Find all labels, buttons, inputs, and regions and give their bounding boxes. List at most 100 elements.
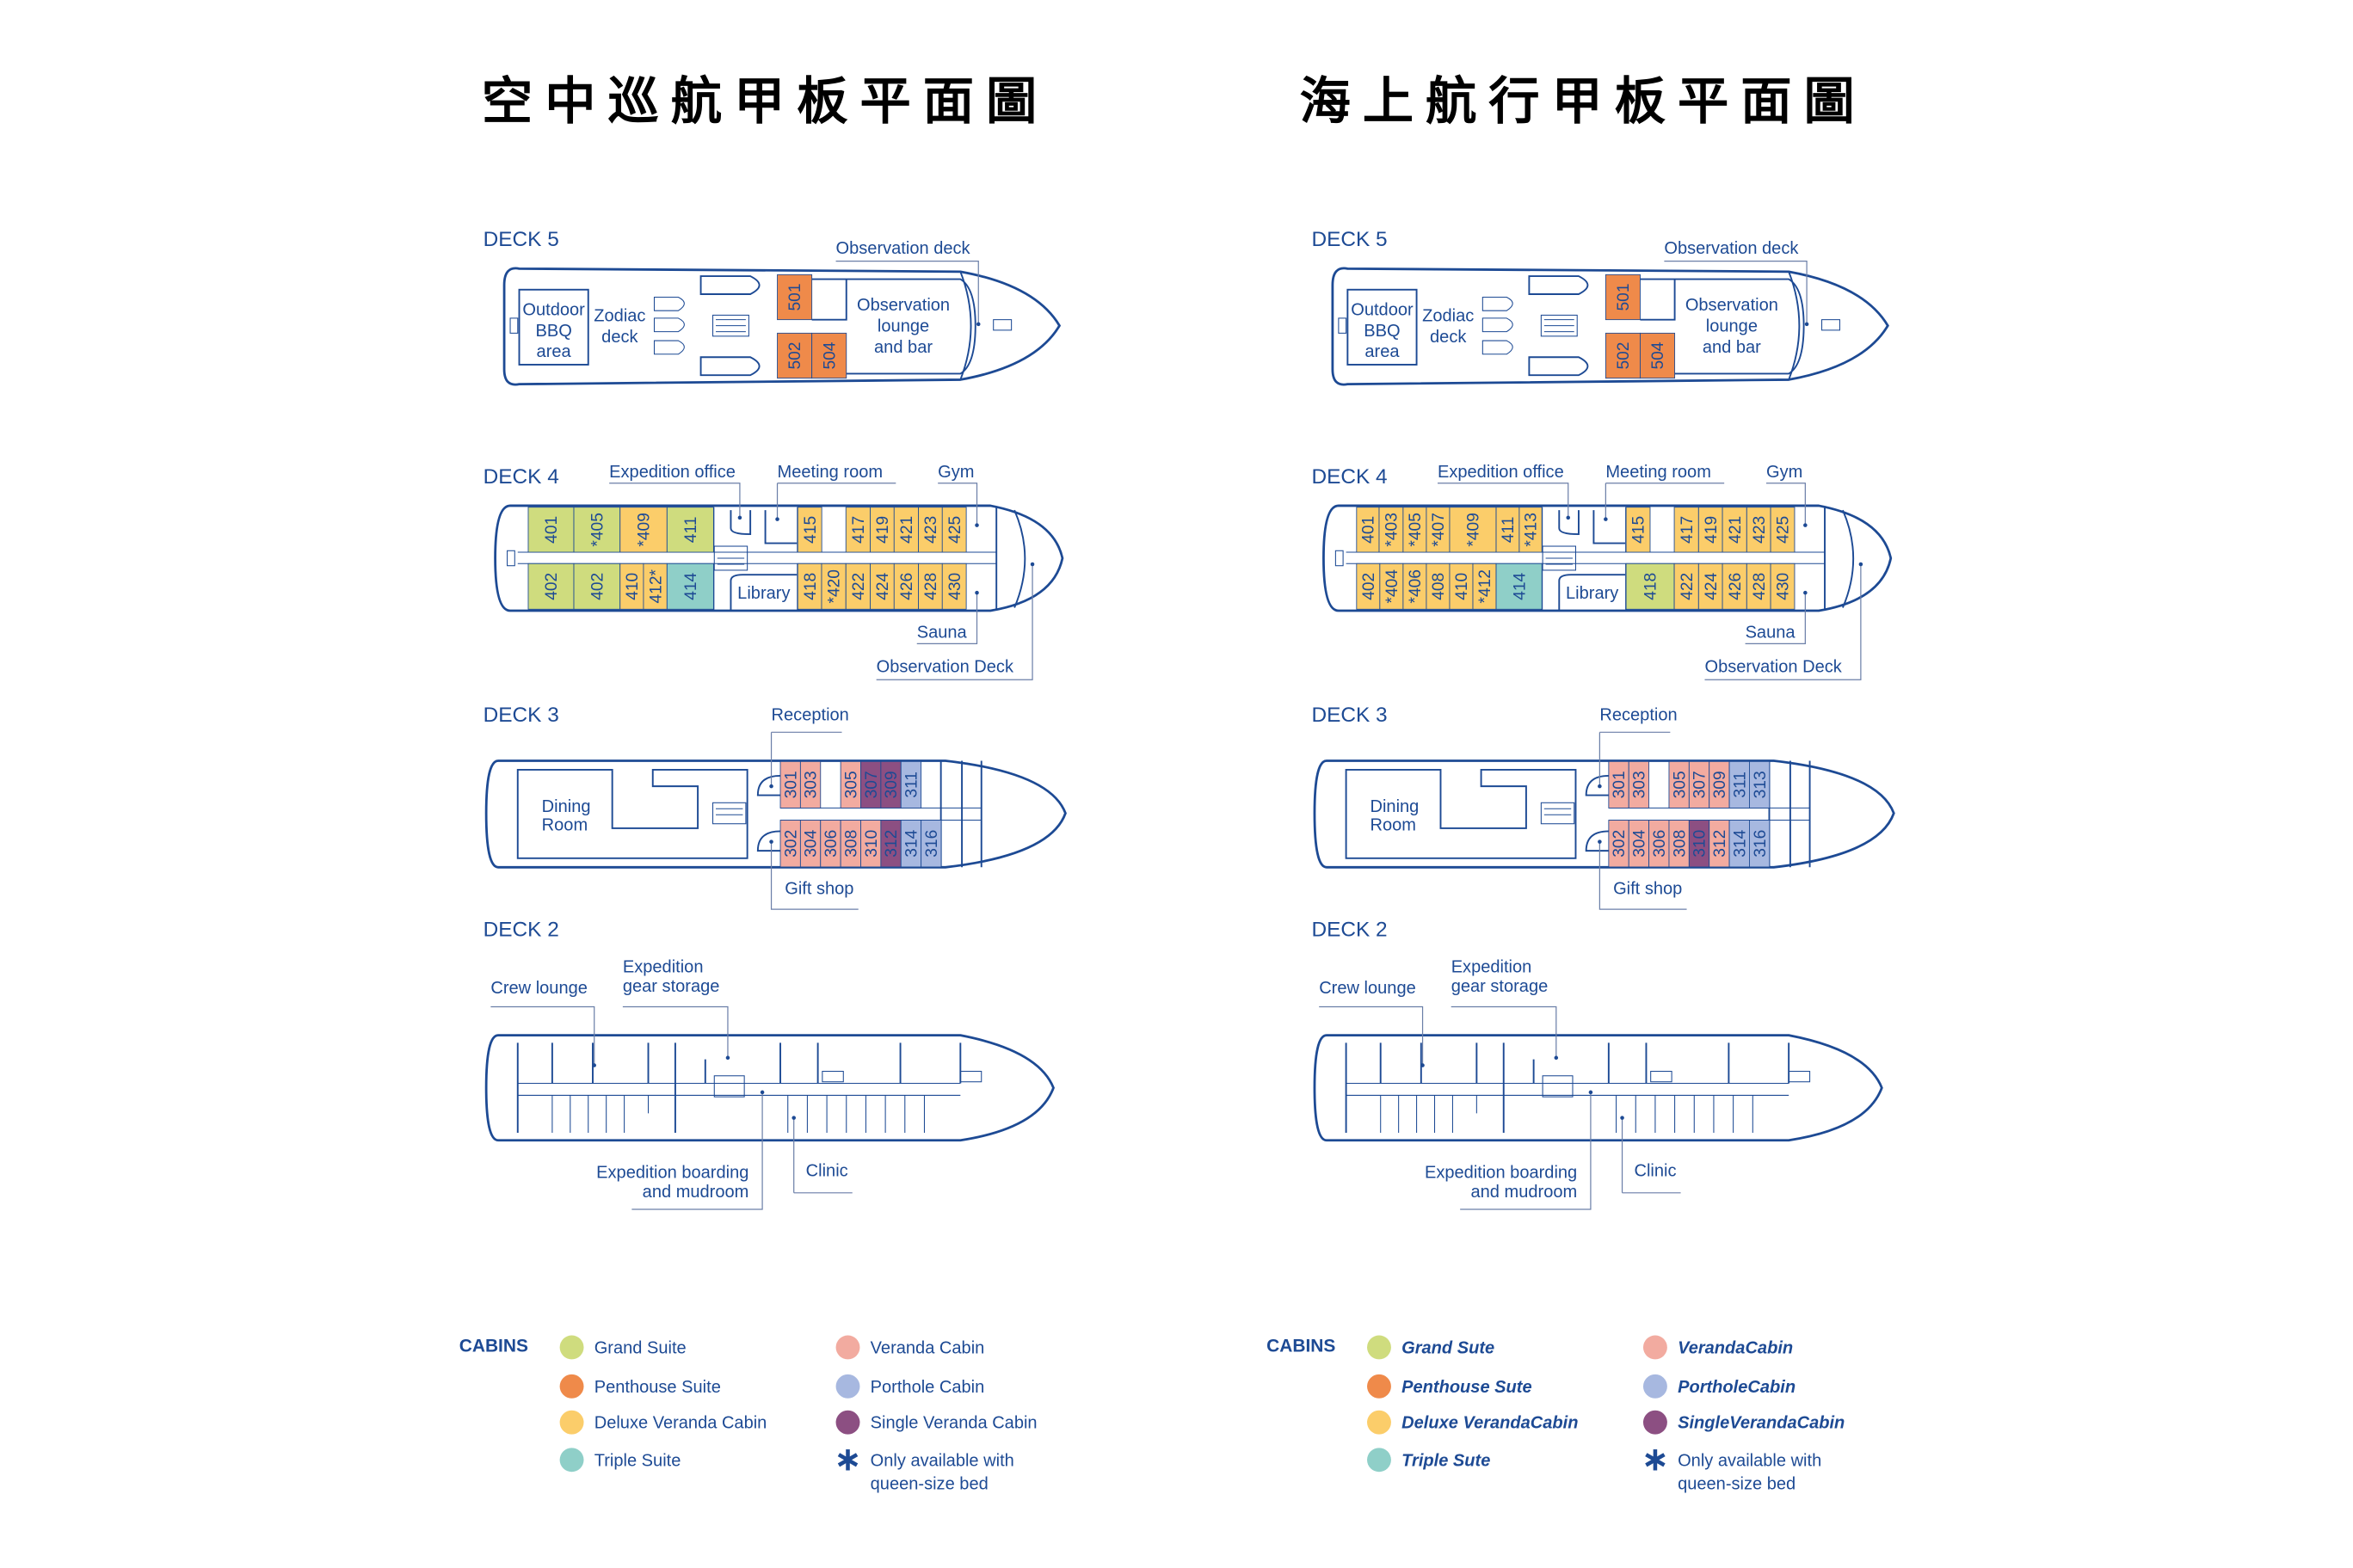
label-observation-deck: Observation deck: [1664, 239, 1799, 258]
legend-label: Penthouse Suite: [594, 1378, 721, 1397]
cabin-number: 308: [842, 830, 860, 858]
label-clinic: Clinic: [806, 1162, 848, 1181]
cabin-304: 304: [1628, 820, 1650, 868]
cabin-fill: [893, 563, 919, 610]
leader-line: [1460, 1091, 1592, 1210]
cabin-number: 314: [1731, 829, 1749, 857]
cabin-410: 410: [619, 563, 644, 610]
leader-dot: [792, 1116, 796, 1120]
cabin-number: 316: [1752, 830, 1770, 858]
legend-item: VerandaCabin: [1642, 1335, 1793, 1360]
label-crew-lounge: Crew lounge: [490, 979, 588, 998]
cabin-number: *406: [1407, 569, 1425, 603]
leader-dot: [1566, 515, 1571, 520]
legend-item: Grand Sute: [1367, 1335, 1494, 1360]
legend-label: Deluxe VerandaCabin: [1401, 1414, 1578, 1433]
cabin-301: 301: [779, 760, 801, 809]
legend-swatch: [1642, 1335, 1667, 1360]
cabin-501: 501: [777, 274, 813, 321]
leader-line: [1438, 483, 1569, 518]
cabin-308: 308: [1668, 820, 1690, 868]
leader-dot: [1620, 1116, 1624, 1120]
deck-title: DECK 4: [484, 465, 559, 489]
label-library: Library: [737, 584, 790, 603]
deck-title: DECK 4: [1311, 465, 1387, 489]
deck-title: DECK 5: [1311, 228, 1387, 251]
cabin-314: 314: [900, 820, 922, 868]
leader-dot: [592, 1063, 596, 1067]
legend-label: Triple Suite: [594, 1451, 681, 1470]
cabin-402: 402: [573, 563, 621, 610]
legend-label: Veranda Cabin: [871, 1338, 985, 1357]
deck-title: DECK 2: [1311, 919, 1387, 942]
leader-line: [835, 261, 979, 324]
cabin-number: 414: [682, 572, 700, 600]
legend-label: Porthole Cabin: [871, 1378, 985, 1397]
cabin-number: 422: [1679, 573, 1697, 600]
cabin-fill: [1379, 563, 1404, 610]
label-dining-room: Room: [1371, 816, 1416, 835]
label-observation-lounge: lounge: [878, 317, 929, 336]
cabin-418: 418: [1625, 563, 1675, 610]
legend-label: Triple Sute: [1401, 1451, 1490, 1470]
label-expedition-office: Expedition office: [609, 463, 736, 482]
legend-note: queen-size bed: [1678, 1474, 1796, 1493]
cabin-number: 501: [786, 283, 804, 311]
cabin-number: 425: [1775, 516, 1793, 544]
cabin-number: 504: [1649, 341, 1667, 369]
legend-label: Deluxe Veranda Cabin: [594, 1414, 767, 1433]
legend-note: queen-size bed: [871, 1474, 989, 1493]
leader-dot: [976, 322, 981, 327]
legend-item: Deluxe VerandaCabin: [1367, 1410, 1579, 1435]
label-observation-lounge: Observation: [1685, 296, 1778, 315]
label-dining-room: Dining: [1371, 797, 1420, 816]
cabin-402: 402: [1356, 563, 1381, 610]
label-observation-lounge: and bar: [1703, 338, 1761, 357]
leader-line: [1451, 1005, 1557, 1058]
cabin-309: 309: [880, 760, 902, 809]
leader-dot: [769, 839, 773, 844]
label-bbq-area: Outdoor: [522, 300, 585, 319]
cabin-302: 302: [779, 820, 801, 868]
cabin-fill: [1697, 563, 1723, 610]
legend-label: Single Veranda Cabin: [871, 1414, 1038, 1433]
leader-dot: [1604, 517, 1608, 521]
cabin-fill: [1749, 820, 1771, 868]
cabin-413: *413: [1518, 507, 1543, 553]
cabin-number: 423: [922, 516, 940, 544]
cabin-401: 401: [527, 507, 575, 553]
leader-line: [770, 841, 859, 910]
leader-dot: [1588, 1090, 1593, 1095]
cabin-number: 303: [1631, 771, 1649, 798]
label-bbq-area: area: [537, 342, 572, 361]
cabin-fill: [870, 507, 895, 553]
cabin-409: *409: [619, 507, 668, 553]
cabin-number: *405: [1407, 513, 1425, 546]
cabin-fill: [893, 507, 919, 553]
label-gift-shop: Gift shop: [1613, 880, 1682, 899]
cabin-501: 501: [1605, 274, 1641, 321]
cabin-number: 424: [874, 572, 892, 600]
legend-item: Triple Suite: [559, 1448, 681, 1473]
label-gear-storage: Expedition: [1451, 957, 1532, 976]
cabin-316: 316: [1749, 820, 1771, 868]
cabin-fill: [811, 332, 847, 379]
label-bbq-area: BBQ: [535, 322, 571, 341]
cabin-number: *409: [1465, 513, 1483, 546]
label-bbq-area: BBQ: [1364, 322, 1400, 341]
legend-label: VerandaCabin: [1678, 1338, 1793, 1357]
cabin-305: 305: [1668, 760, 1690, 809]
cabin-fill: [1628, 760, 1650, 809]
leader-dot: [769, 784, 773, 789]
label-zodiac-deck: deck: [601, 328, 638, 347]
cabin-422: 422: [1673, 563, 1699, 610]
asterisk-stroke: [837, 1453, 859, 1467]
label-observation-lounge: and bar: [874, 338, 933, 357]
legend-item: Penthouse Sute: [1367, 1374, 1532, 1399]
